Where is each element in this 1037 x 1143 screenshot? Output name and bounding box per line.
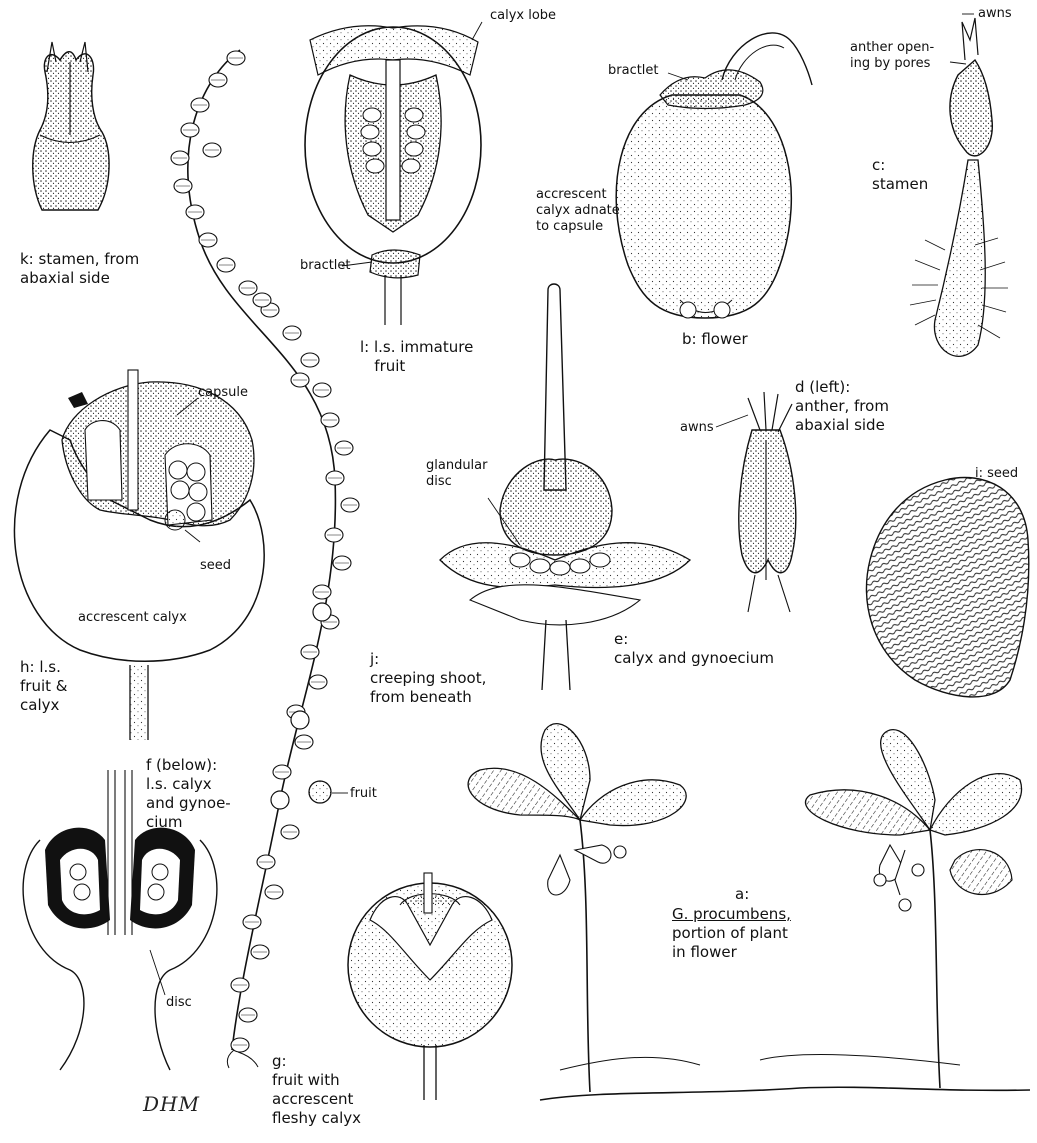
label-b-flower: b: flower — [682, 330, 748, 349]
label-e-calyx-gynoecium: e: calyx and gynoecium — [614, 630, 774, 668]
label-h-fruit-calyx: h: l.s. fruit & calyx — [20, 658, 67, 715]
label-bractlet-l: bractlet — [300, 258, 351, 274]
label-awns-c: awns — [978, 6, 1012, 22]
artist-signature: DHM — [143, 1092, 200, 1116]
label-accrescent-calyx-adnate: accrescent calyx adnate to capsule — [536, 187, 620, 235]
label-anther-opening-pores: anther open- ing by pores — [850, 40, 934, 72]
label-capsule: capsule — [198, 385, 248, 401]
label-g-fruit: g: fruit with accrescent fleshy calyx — [272, 1052, 361, 1128]
figure-g-fruit — [348, 873, 512, 1100]
label-a-letter: a: — [735, 885, 749, 904]
label-i-seed: i: seed — [975, 466, 1018, 482]
label-a-species: G. procumbens, — [672, 905, 791, 924]
figure-i-seed — [866, 478, 1028, 697]
label-f-ls-calyx: f (below): l.s. calyx and gynoe- cium — [146, 756, 231, 832]
label-calyx-lobe: calyx lobe — [490, 8, 556, 24]
label-fruit: fruit — [350, 786, 377, 802]
label-d-anther: d (left): anther, from abaxial side — [795, 378, 889, 435]
label-glandular-disc: glandular disc — [426, 458, 487, 490]
label-bractlet-b: bractlet — [608, 63, 659, 79]
label-l-immature-fruit: l: l.s. immature fruit — [360, 338, 473, 376]
figure-k-stamen — [33, 42, 109, 210]
label-c-stamen: c: stamen — [872, 156, 928, 194]
label-k-stamen: k: stamen, from abaxial side — [20, 250, 139, 288]
figure-l-immature-fruit — [305, 22, 482, 325]
label-j-creeping-shoot: j: creeping shoot, from beneath — [370, 650, 486, 707]
label-a-description: portion of plant in flower — [672, 924, 788, 962]
figure-d-anther — [716, 392, 796, 612]
label-seed-h: seed — [200, 558, 231, 574]
label-accrescent-calyx: accrescent calyx — [78, 610, 187, 626]
label-disc: disc — [166, 995, 192, 1011]
label-awns-d: awns — [680, 420, 714, 436]
